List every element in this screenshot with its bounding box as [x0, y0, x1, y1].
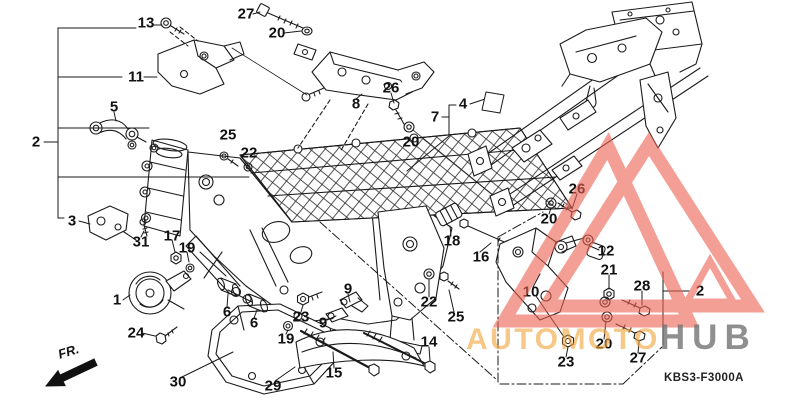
part-callout: 21: [600, 261, 618, 279]
part-callout: 25: [447, 308, 465, 326]
part-callout: 22: [240, 144, 258, 162]
part-callout: 26: [568, 180, 586, 198]
part-callout: 5: [109, 98, 119, 116]
part-callout: 20: [540, 210, 558, 228]
part-callout: 11: [128, 68, 144, 86]
part-callout: 26: [382, 79, 400, 97]
part-callout: 13: [137, 14, 155, 32]
part-callout: 18: [443, 232, 461, 250]
part-callout: 2: [695, 282, 705, 300]
part-callout: 9: [343, 280, 353, 298]
part-callout: 4: [458, 95, 468, 113]
part-callout: 16: [472, 248, 490, 266]
part-callout: 2: [31, 133, 41, 151]
part-callout: 14: [420, 333, 438, 351]
part-callout: 29: [264, 377, 282, 395]
part-callout: 30: [169, 373, 187, 391]
part-callout: 15: [325, 364, 343, 382]
part-callout: 27: [629, 349, 647, 367]
part-callout: 24: [127, 324, 145, 342]
diagram-code: KBS3-F3000A: [664, 372, 744, 384]
small-parts-drawing: [87, 3, 651, 395]
part-callout: 6: [222, 303, 232, 321]
part-callout: 7: [430, 108, 440, 126]
fr-direction-arrow: [45, 358, 98, 387]
part-callout: 20: [268, 24, 286, 42]
part-callout: 25: [219, 126, 237, 144]
part-callout: 23: [292, 308, 310, 326]
part-callout: 10: [522, 283, 540, 301]
part-callout: 3: [67, 212, 77, 230]
part-callout: 8: [351, 95, 361, 113]
part-callout: 27: [237, 5, 255, 23]
part-callout: 31: [132, 233, 150, 251]
part-callout: 23: [557, 353, 575, 371]
part-callout: 28: [633, 277, 651, 295]
part-callout: 20: [402, 133, 420, 151]
part-callout: 19: [178, 239, 196, 257]
part-callout: 9: [318, 314, 328, 332]
part-callout: 1: [112, 291, 122, 309]
part-callout: 22: [420, 293, 438, 311]
part-callout: 17: [163, 227, 181, 245]
part-callout: 20: [595, 335, 613, 353]
part-callout: 19: [277, 330, 295, 348]
part-callout: 6: [249, 314, 259, 332]
part-callout: 12: [597, 242, 615, 260]
